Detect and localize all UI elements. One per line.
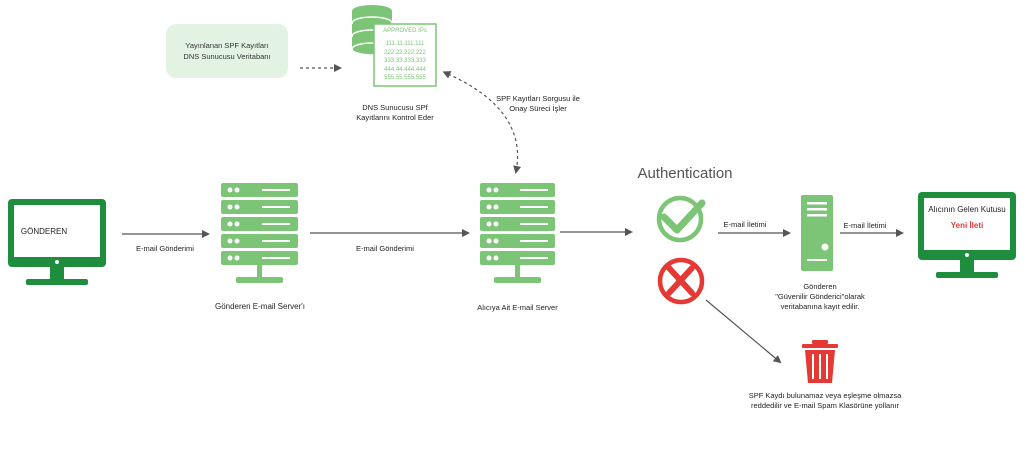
inbox-title: Alıcının Gelen Kutusu [928,205,1006,214]
trusted-caption-line-3: veritabanına kayıt edilir. [780,302,860,311]
approved-ip-item: 333.33.333.333 [384,58,426,64]
sender-monitor-icon [8,199,106,285]
approved-ip-item: 444.44.444.444 [384,66,426,73]
approved-ips-document [373,23,437,87]
spf-query-label: SPF Kayıtları Sorgusu ile Onay Süreci İş… [483,94,593,114]
sender-server-caption: Gönderen E-mail Server'ı [214,302,305,311]
approved-ip-item: 555.55.555.555 [384,75,426,81]
spf-query-line-1: SPF Kayıtları Sorgusu ile [496,94,580,103]
trash-icon [802,340,838,383]
dns-caption-line-2: Kayıtlarını Kontrol Eder [356,113,434,122]
approved-ips-header: APPROVED IPs [383,28,427,34]
edge-label-sender-send: E-mail Gönderimi [136,244,194,253]
approved-ip-item: 222.22.222.222 [384,49,426,56]
trusted-sender-caption: Gönderen "Güvenilir Gönderici"olarak ver… [760,282,880,312]
trusted-caption-line-2: "Güvenilir Gönderici"olarak [775,292,865,301]
published-spf-records-callout: Yayınlanan SPF Kayıtları DNS Sunucusu Ve… [166,24,288,78]
edge-label-server-send: E-mail Gönderimi [356,244,414,253]
spf-query-line-2: Onay Süreci İşler [509,104,567,113]
inbox-new-message: Yeni İleti [950,221,984,230]
callout-line-1: Yayınlanan SPF Kayıtları [185,41,269,50]
rejection-caption: SPF Kaydı bulunamaz veya eşleşme olmazsa… [730,391,920,411]
edge-spf-query [442,71,522,174]
dns-server-caption: DNS Sunucusu SPf Kayıtlarını Kontrol Ede… [335,103,455,123]
approved-ip-item: 111.11.111.111 [385,41,425,47]
callout-line-2: DNS Sunucusu Veritabanı [183,52,271,61]
trusted-caption-line-1: Gönderen [803,282,837,291]
edge-label-tower-deliver: E-mail İletimi [843,221,887,230]
reject-x-icon [657,257,705,305]
edge-label-check-deliver: E-mail İletimi [723,220,767,229]
inbox-monitor-icon [918,192,1016,278]
receiver-server-caption: Alıcıya Ait E-mail Server [477,303,558,312]
sender-screen-label: GÖNDEREN [20,227,68,236]
rejection-line-2: reddedilir ve E-mail Spam Klasörüne yoll… [751,401,899,410]
edge-reject-to-spam [705,299,782,364]
approved-ip-list: 111.11.111.111 222.22.222.222 333.33.333.3… [376,40,434,83]
server-tower-icon [801,195,833,271]
sender-server-icon [221,183,298,283]
dns-caption-line-1: DNS Sunucusu SPf [362,103,428,112]
authentication-title: Authentication [637,165,733,182]
rejection-line-1: SPF Kaydı bulunamaz veya eşleşme olmazsa [748,391,902,400]
receiver-server-icon [480,183,555,283]
check-icon [656,195,706,243]
